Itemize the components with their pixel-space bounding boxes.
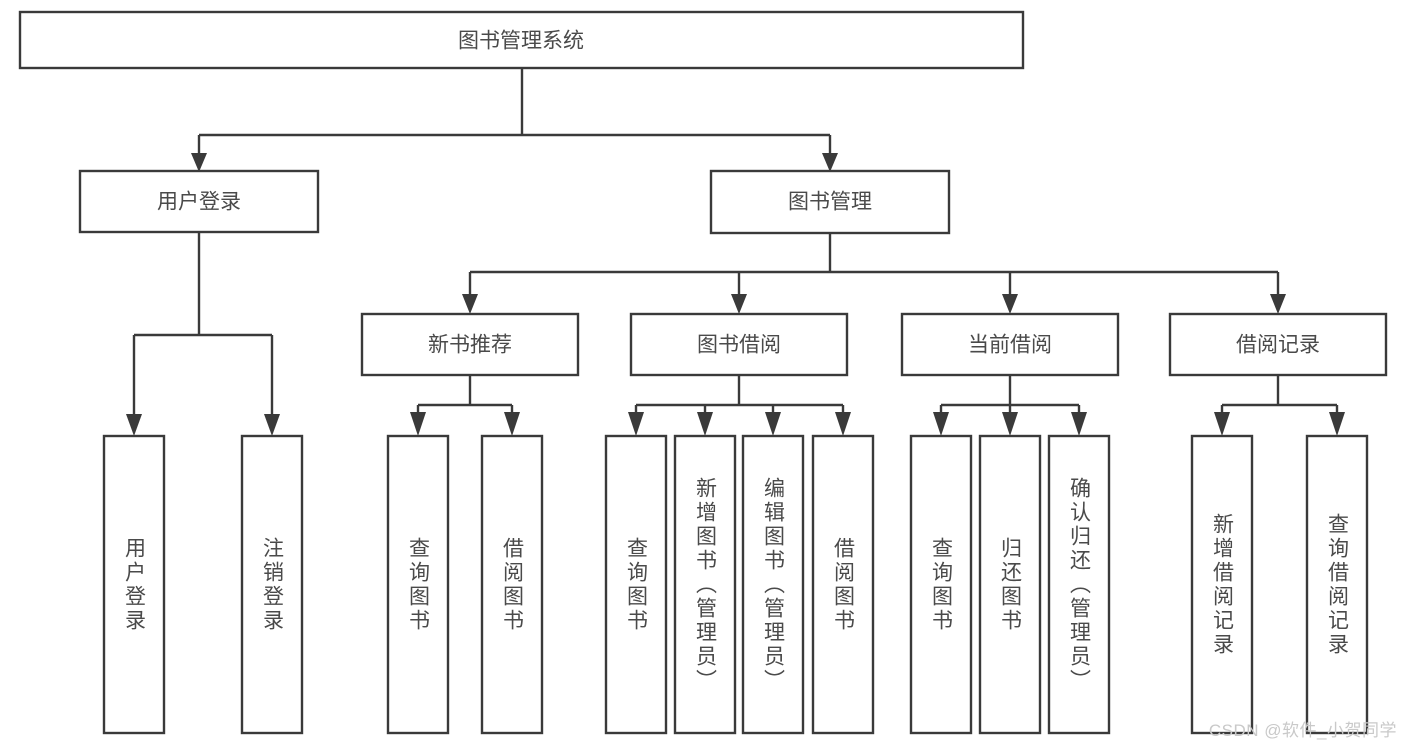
- leaf-book-borrow-edit-label: 编辑图书（管理员）: [762, 477, 786, 693]
- arrow-head-current-confirm: [1071, 412, 1087, 436]
- connector-group: [126, 68, 1345, 436]
- node-current-borrow[interactable]: 当前借阅: [900, 312, 1120, 377]
- leaf-book-borrow-lend-box[interactable]: [811, 434, 875, 735]
- leaf-new-book-borrow-box[interactable]: [480, 434, 544, 735]
- leaf-borrow-record-add-box[interactable]: [1190, 434, 1254, 735]
- leaf-book-borrow-edit-box[interactable]: [741, 434, 805, 735]
- node-new-book-recommend-box[interactable]: [360, 312, 580, 377]
- arrow-head-book-borrow: [731, 294, 747, 314]
- leaf-user-login-logout-label: 注销登录: [261, 537, 285, 633]
- leaf-new-book-borrow[interactable]: 借阅图书: [480, 434, 544, 735]
- leaf-borrow-record-add[interactable]: 新增借阅记录: [1190, 434, 1254, 735]
- arrow-head-book-mgmt: [822, 153, 838, 172]
- node-book-borrow-box[interactable]: [629, 312, 849, 377]
- leaf-current-borrow-query[interactable]: 查询图书: [909, 434, 973, 735]
- leaf-current-borrow-query-box[interactable]: [909, 434, 973, 735]
- node-borrow-record-box[interactable]: [1168, 312, 1388, 377]
- node-root[interactable]: 图书管理系统: [18, 10, 1025, 70]
- arrow-head-leaf-logout: [264, 414, 280, 436]
- leaf-borrow-record-add-label: 新增借阅记录: [1211, 513, 1235, 657]
- arrow-head-user-login: [191, 153, 207, 172]
- node-book-management-box[interactable]: [709, 169, 951, 235]
- arrow-head-record-query: [1329, 412, 1345, 436]
- leaf-user-login-login[interactable]: 用户登录: [102, 434, 166, 735]
- node-book-borrow-label: 图书借阅: [697, 334, 781, 357]
- node-book-management[interactable]: 图书管理: [709, 169, 951, 235]
- node-user-login-box[interactable]: [78, 169, 320, 234]
- leaf-borrow-record-query-box[interactable]: [1305, 434, 1369, 735]
- leaf-user-login-logout[interactable]: 注销登录: [240, 434, 304, 735]
- leaf-book-borrow-edit[interactable]: 编辑图书（管理员）: [741, 434, 805, 735]
- leaf-book-borrow-lend[interactable]: 借阅图书: [811, 434, 875, 735]
- arrow-head-record-add: [1214, 412, 1230, 436]
- leaf-user-login-logout-box[interactable]: [240, 434, 304, 735]
- leaf-new-book-query[interactable]: 查询图书: [386, 434, 450, 735]
- leaf-user-login-login-box[interactable]: [102, 434, 166, 735]
- node-root-label: 图书管理系统: [458, 30, 584, 53]
- arrow-head-borrow-record: [1270, 294, 1286, 314]
- node-current-borrow-label: 当前借阅: [968, 334, 1052, 357]
- arrow-head-borrow-add: [697, 412, 713, 436]
- node-new-book-recommend[interactable]: 新书推荐: [360, 312, 580, 377]
- arrow-head-current-return: [1002, 412, 1018, 436]
- node-user-login[interactable]: 用户登录: [78, 169, 320, 234]
- arrow-head-borrow-lend: [835, 412, 851, 436]
- leaf-current-borrow-confirm-box[interactable]: [1047, 434, 1111, 735]
- node-user-login-label: 用户登录: [157, 191, 241, 214]
- node-borrow-record[interactable]: 借阅记录: [1168, 312, 1388, 377]
- leaf-book-borrow-add-box[interactable]: [673, 434, 737, 735]
- leaf-new-book-query-box[interactable]: [386, 434, 450, 735]
- leaf-book-borrow-query-label: 查询图书: [625, 537, 649, 633]
- leaf-borrow-record-query-label: 查询借阅记录: [1326, 513, 1350, 657]
- node-book-borrow[interactable]: 图书借阅: [629, 312, 849, 377]
- node-borrow-record-label: 借阅记录: [1236, 334, 1320, 357]
- node-current-borrow-box[interactable]: [900, 312, 1120, 377]
- arrow-head-current-query: [933, 412, 949, 436]
- arrow-head-new-book: [462, 294, 478, 314]
- csdn-watermark: CSDN @软件_小贺同学: [1208, 721, 1397, 740]
- node-new-book-recommend-label: 新书推荐: [428, 334, 512, 357]
- leaf-book-borrow-query-box[interactable]: [604, 434, 668, 735]
- arrow-head-newbook-borrow: [504, 412, 520, 436]
- arrow-head-borrow-edit: [765, 412, 781, 436]
- node-root-box[interactable]: [18, 10, 1025, 70]
- leaf-current-borrow-confirm[interactable]: 确认归还（管理员）: [1047, 434, 1111, 735]
- leaf-book-borrow-add[interactable]: 新增图书（管理员）: [673, 434, 737, 735]
- leaf-current-borrow-return[interactable]: 归还图书: [978, 434, 1042, 735]
- leaf-current-borrow-confirm-label: 确认归还（管理员）: [1068, 477, 1092, 693]
- leaf-current-borrow-query-label: 查询图书: [930, 537, 954, 633]
- leaf-book-borrow-lend-label: 借阅图书: [832, 537, 856, 633]
- leaf-current-borrow-return-label: 归还图书: [999, 537, 1023, 633]
- node-book-management-label: 图书管理: [788, 191, 872, 214]
- arrow-head-borrow-query: [628, 412, 644, 436]
- arrow-head-leaf-user-login: [126, 414, 142, 436]
- leaf-user-login-login-label: 用户登录: [123, 537, 147, 633]
- leaf-new-book-query-label: 查询图书: [407, 537, 431, 633]
- leaf-borrow-record-query[interactable]: 查询借阅记录: [1305, 434, 1369, 735]
- leaf-new-book-borrow-label: 借阅图书: [501, 537, 525, 633]
- arrow-head-newbook-query: [410, 412, 426, 436]
- arrow-head-current-borrow: [1002, 294, 1018, 314]
- leaf-book-borrow-query[interactable]: 查询图书: [604, 434, 668, 735]
- leaf-current-borrow-return-box[interactable]: [978, 434, 1042, 735]
- leaf-book-borrow-add-label: 新增图书（管理员）: [694, 477, 718, 693]
